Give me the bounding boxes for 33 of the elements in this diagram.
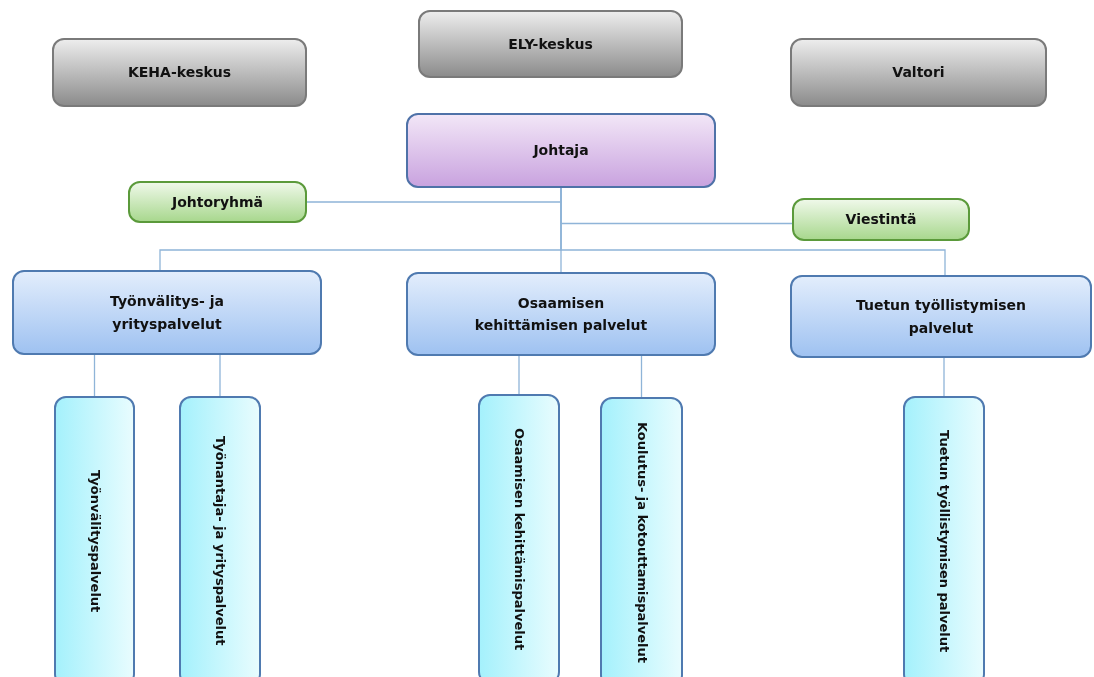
box-label: Työnvälitys- ja yrityspalvelut <box>109 292 225 334</box>
box-label: Tuetun työllistymisen palvelut <box>936 429 954 653</box>
box-label: Johtoryhmä <box>171 192 264 212</box>
box-label: Osaamisen kehittämispalvelut <box>511 427 529 651</box>
team-box <box>600 397 683 677</box>
connector-line <box>93 354 96 397</box>
team-box <box>54 396 135 677</box>
connector-line <box>640 355 643 398</box>
team-box <box>179 396 261 677</box>
staff-box <box>128 181 307 223</box>
connector-line <box>518 355 520 395</box>
unit-box <box>790 275 1092 358</box>
box-label: Valtori <box>892 63 945 83</box>
org-box <box>52 38 307 107</box>
box-label: Koulutus- ja kotouttamispalvelut <box>633 421 651 663</box>
director-box <box>406 113 716 188</box>
box-label: Viestintä <box>845 210 917 230</box>
team-box <box>478 394 560 677</box>
unit-box <box>12 270 322 355</box>
box-label: ELY-keskus <box>508 34 593 54</box>
unit-box <box>406 272 716 356</box>
box-label: Osaamisen kehittämisen palvelut <box>473 293 649 335</box>
box-label: Tuetun työllistymisen palvelut <box>854 296 1028 338</box>
staff-box <box>792 198 970 241</box>
team-box <box>903 396 985 677</box>
box-label: Työnvälityspalvelut <box>86 469 104 613</box>
box-label: Työnantaja- ja yrityspalvelut <box>212 436 230 646</box>
org-box <box>418 10 683 78</box>
box-label: KEHA-keskus <box>127 63 232 83</box>
org-box <box>790 38 1047 107</box>
box-label: Johtaja <box>533 141 589 161</box>
connector-line <box>943 357 945 397</box>
connector-line <box>219 354 221 397</box>
